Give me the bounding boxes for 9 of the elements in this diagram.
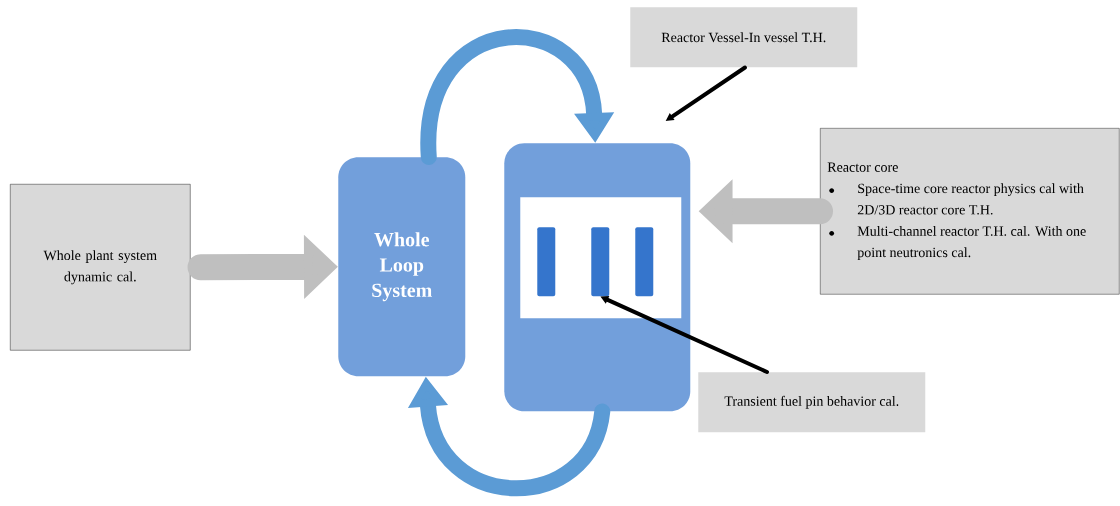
text-box: Reactor core Space-time core reactor physics cal with 2D/3D reactor core T.H. Multi-channel reactor T.H. cal. With one point neutronics cal. [820,128,1120,295]
fuel-pin [635,227,654,297]
text-box: Whole plant system dynamic cal. [10,184,191,351]
fuel-pin [537,227,556,297]
loop-box: Whole Loop System [338,157,466,377]
curved-arrow [420,29,615,165]
callout-box: Reactor Vessel-In vessel T.H. [630,7,858,68]
callout-box: Transient fuel pin behavior cal. [698,372,926,433]
fuel-pin [591,227,610,297]
